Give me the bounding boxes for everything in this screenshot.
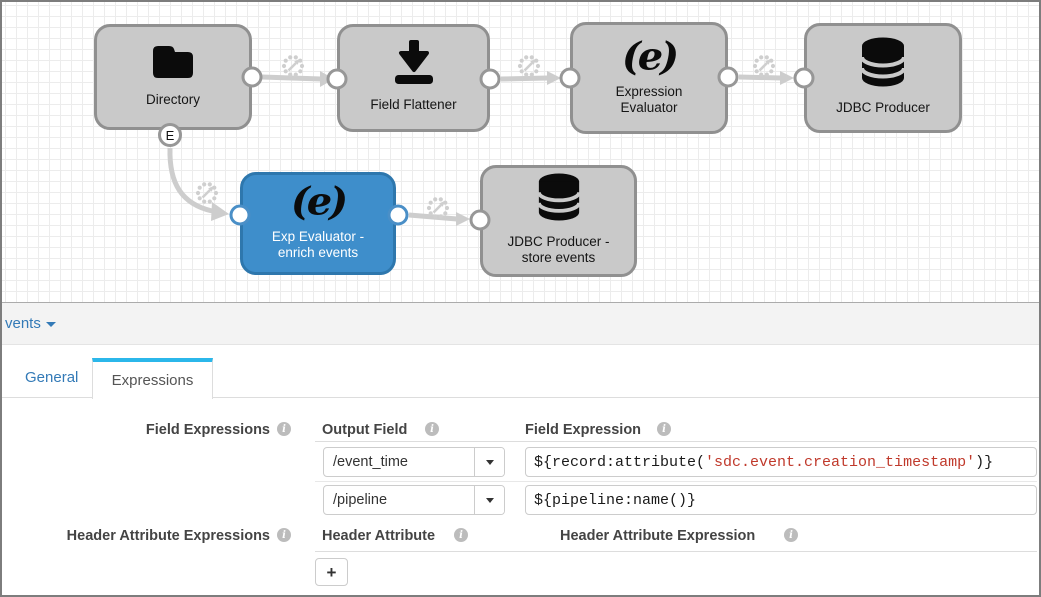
stage-node-jdbc-producer-store-events[interactable]: JDBC Producer - store events xyxy=(480,165,637,277)
expression-e-icon: (e) xyxy=(290,179,348,224)
chevron-down-icon xyxy=(45,322,56,327)
stage-breadcrumb-label: vents xyxy=(5,315,41,332)
info-icon[interactable]: i xyxy=(657,422,671,436)
field-expression-input-row1[interactable]: ${record:attribute('sdc.event.creation_t… xyxy=(525,447,1037,477)
expression-evaluator-output-port[interactable] xyxy=(717,66,739,88)
directory-event-output-badge[interactable]: E xyxy=(158,123,182,147)
output-field-value: /event_time xyxy=(333,454,408,470)
stage-node-exp-evaluator-enrich-events[interactable]: (e) Exp Evaluator - enrich events xyxy=(240,172,396,275)
output-field-input-row1[interactable]: /event_time xyxy=(323,447,505,477)
stage-label: Directory xyxy=(145,91,200,107)
expression-string-literal: 'sdc.event.creation_timestamp' xyxy=(705,453,976,471)
stage-header-bar: vents xyxy=(2,302,1039,345)
header-attribute-column-label: Header Attribute xyxy=(322,528,436,544)
output-field-input-row2[interactable]: /pipeline xyxy=(323,485,505,515)
stage-breadcrumb-dropdown[interactable]: vents xyxy=(5,315,56,332)
field-flattener-output-port[interactable] xyxy=(479,68,501,90)
stage-node-directory[interactable]: Directory xyxy=(94,24,252,130)
expression-code: ${record:attribute( xyxy=(534,453,706,471)
stage-label: Field Flattener xyxy=(370,97,457,113)
expression-code: )} xyxy=(975,453,994,471)
link-exp-evaluator-to-jdbc-store-events[interactable] xyxy=(408,196,470,226)
stage-node-field-flattener[interactable]: Field Flattener xyxy=(337,24,490,132)
exp-evaluator-enrich-input-port[interactable] xyxy=(229,204,251,226)
info-icon[interactable]: i xyxy=(277,422,291,436)
info-icon[interactable]: i xyxy=(277,528,291,542)
header-attribute-expressions-label: Header Attribute Expressions xyxy=(66,528,270,544)
field-expression-input-row2[interactable]: ${pipeline:name()} xyxy=(525,485,1037,515)
jdbc-store-events-input-port[interactable] xyxy=(469,209,491,231)
field-expression-column-label: Field Expression xyxy=(525,422,642,438)
header-attribute-expression-column-label: Header Attribute Expression xyxy=(560,528,756,544)
info-icon[interactable]: i xyxy=(454,528,468,542)
add-header-attribute-button[interactable]: + xyxy=(315,558,348,586)
field-expressions-label: Field Expressions xyxy=(145,422,270,438)
jdbc-producer-input-port[interactable] xyxy=(793,67,815,89)
link-metrics-gauge-icon xyxy=(516,53,542,78)
field-picker-dropdown-button[interactable] xyxy=(474,486,504,514)
database-icon xyxy=(536,172,582,227)
link-metrics-gauge-icon xyxy=(280,53,306,78)
link-metrics-gauge-icon xyxy=(194,181,220,205)
exp-evaluator-enrich-output-port[interactable] xyxy=(387,204,409,226)
expression-evaluator-input-port[interactable] xyxy=(559,67,581,89)
flatten-arrow-icon xyxy=(388,39,440,90)
output-field-column-label: Output Field xyxy=(322,422,408,438)
field-picker-dropdown-button[interactable] xyxy=(474,448,504,476)
config-tabs: General Expressions xyxy=(2,358,1039,399)
stage-label: Exp Evaluator - enrich events xyxy=(271,229,365,260)
stage-label: JDBC Producer - store events xyxy=(507,234,610,265)
stage-label: JDBC Producer xyxy=(836,100,930,116)
stage-node-expression-evaluator[interactable]: (e) Expression Evaluator xyxy=(570,22,728,134)
chevron-down-icon xyxy=(485,497,494,503)
directory-output-port[interactable] xyxy=(241,66,263,88)
database-icon xyxy=(859,36,907,93)
column-header-divider xyxy=(315,441,1037,442)
link-directory-event-to-exp-evaluator[interactable] xyxy=(167,147,229,221)
info-icon[interactable]: i xyxy=(784,528,798,542)
link-metrics-gauge-icon xyxy=(751,53,777,78)
tab-general[interactable]: General xyxy=(25,369,79,386)
stage-node-jdbc-producer[interactable]: JDBC Producer xyxy=(804,23,962,133)
link-directory-to-field-flattener[interactable] xyxy=(261,53,334,87)
expression-code: ${pipeline:name()} xyxy=(534,491,697,509)
link-expression-evaluator-to-jdbc-producer[interactable] xyxy=(738,53,794,85)
row-divider xyxy=(315,481,1037,482)
field-flattener-input-port[interactable] xyxy=(326,68,348,90)
info-icon[interactable]: i xyxy=(425,422,439,436)
chevron-down-icon xyxy=(485,459,494,465)
output-field-value: /pipeline xyxy=(333,492,388,508)
tab-expressions[interactable]: Expressions xyxy=(92,358,213,399)
pipeline-canvas[interactable]: Directory Field Flattener (e) Expression… xyxy=(2,2,1039,303)
folder-icon xyxy=(149,43,197,85)
link-field-flattener-to-expression-evaluator[interactable] xyxy=(500,53,561,85)
column-header-divider xyxy=(315,551,1037,552)
expression-e-icon: (e) xyxy=(621,33,679,79)
pipeline-connections xyxy=(167,53,794,226)
stage-label: Expression Evaluator xyxy=(615,83,683,115)
